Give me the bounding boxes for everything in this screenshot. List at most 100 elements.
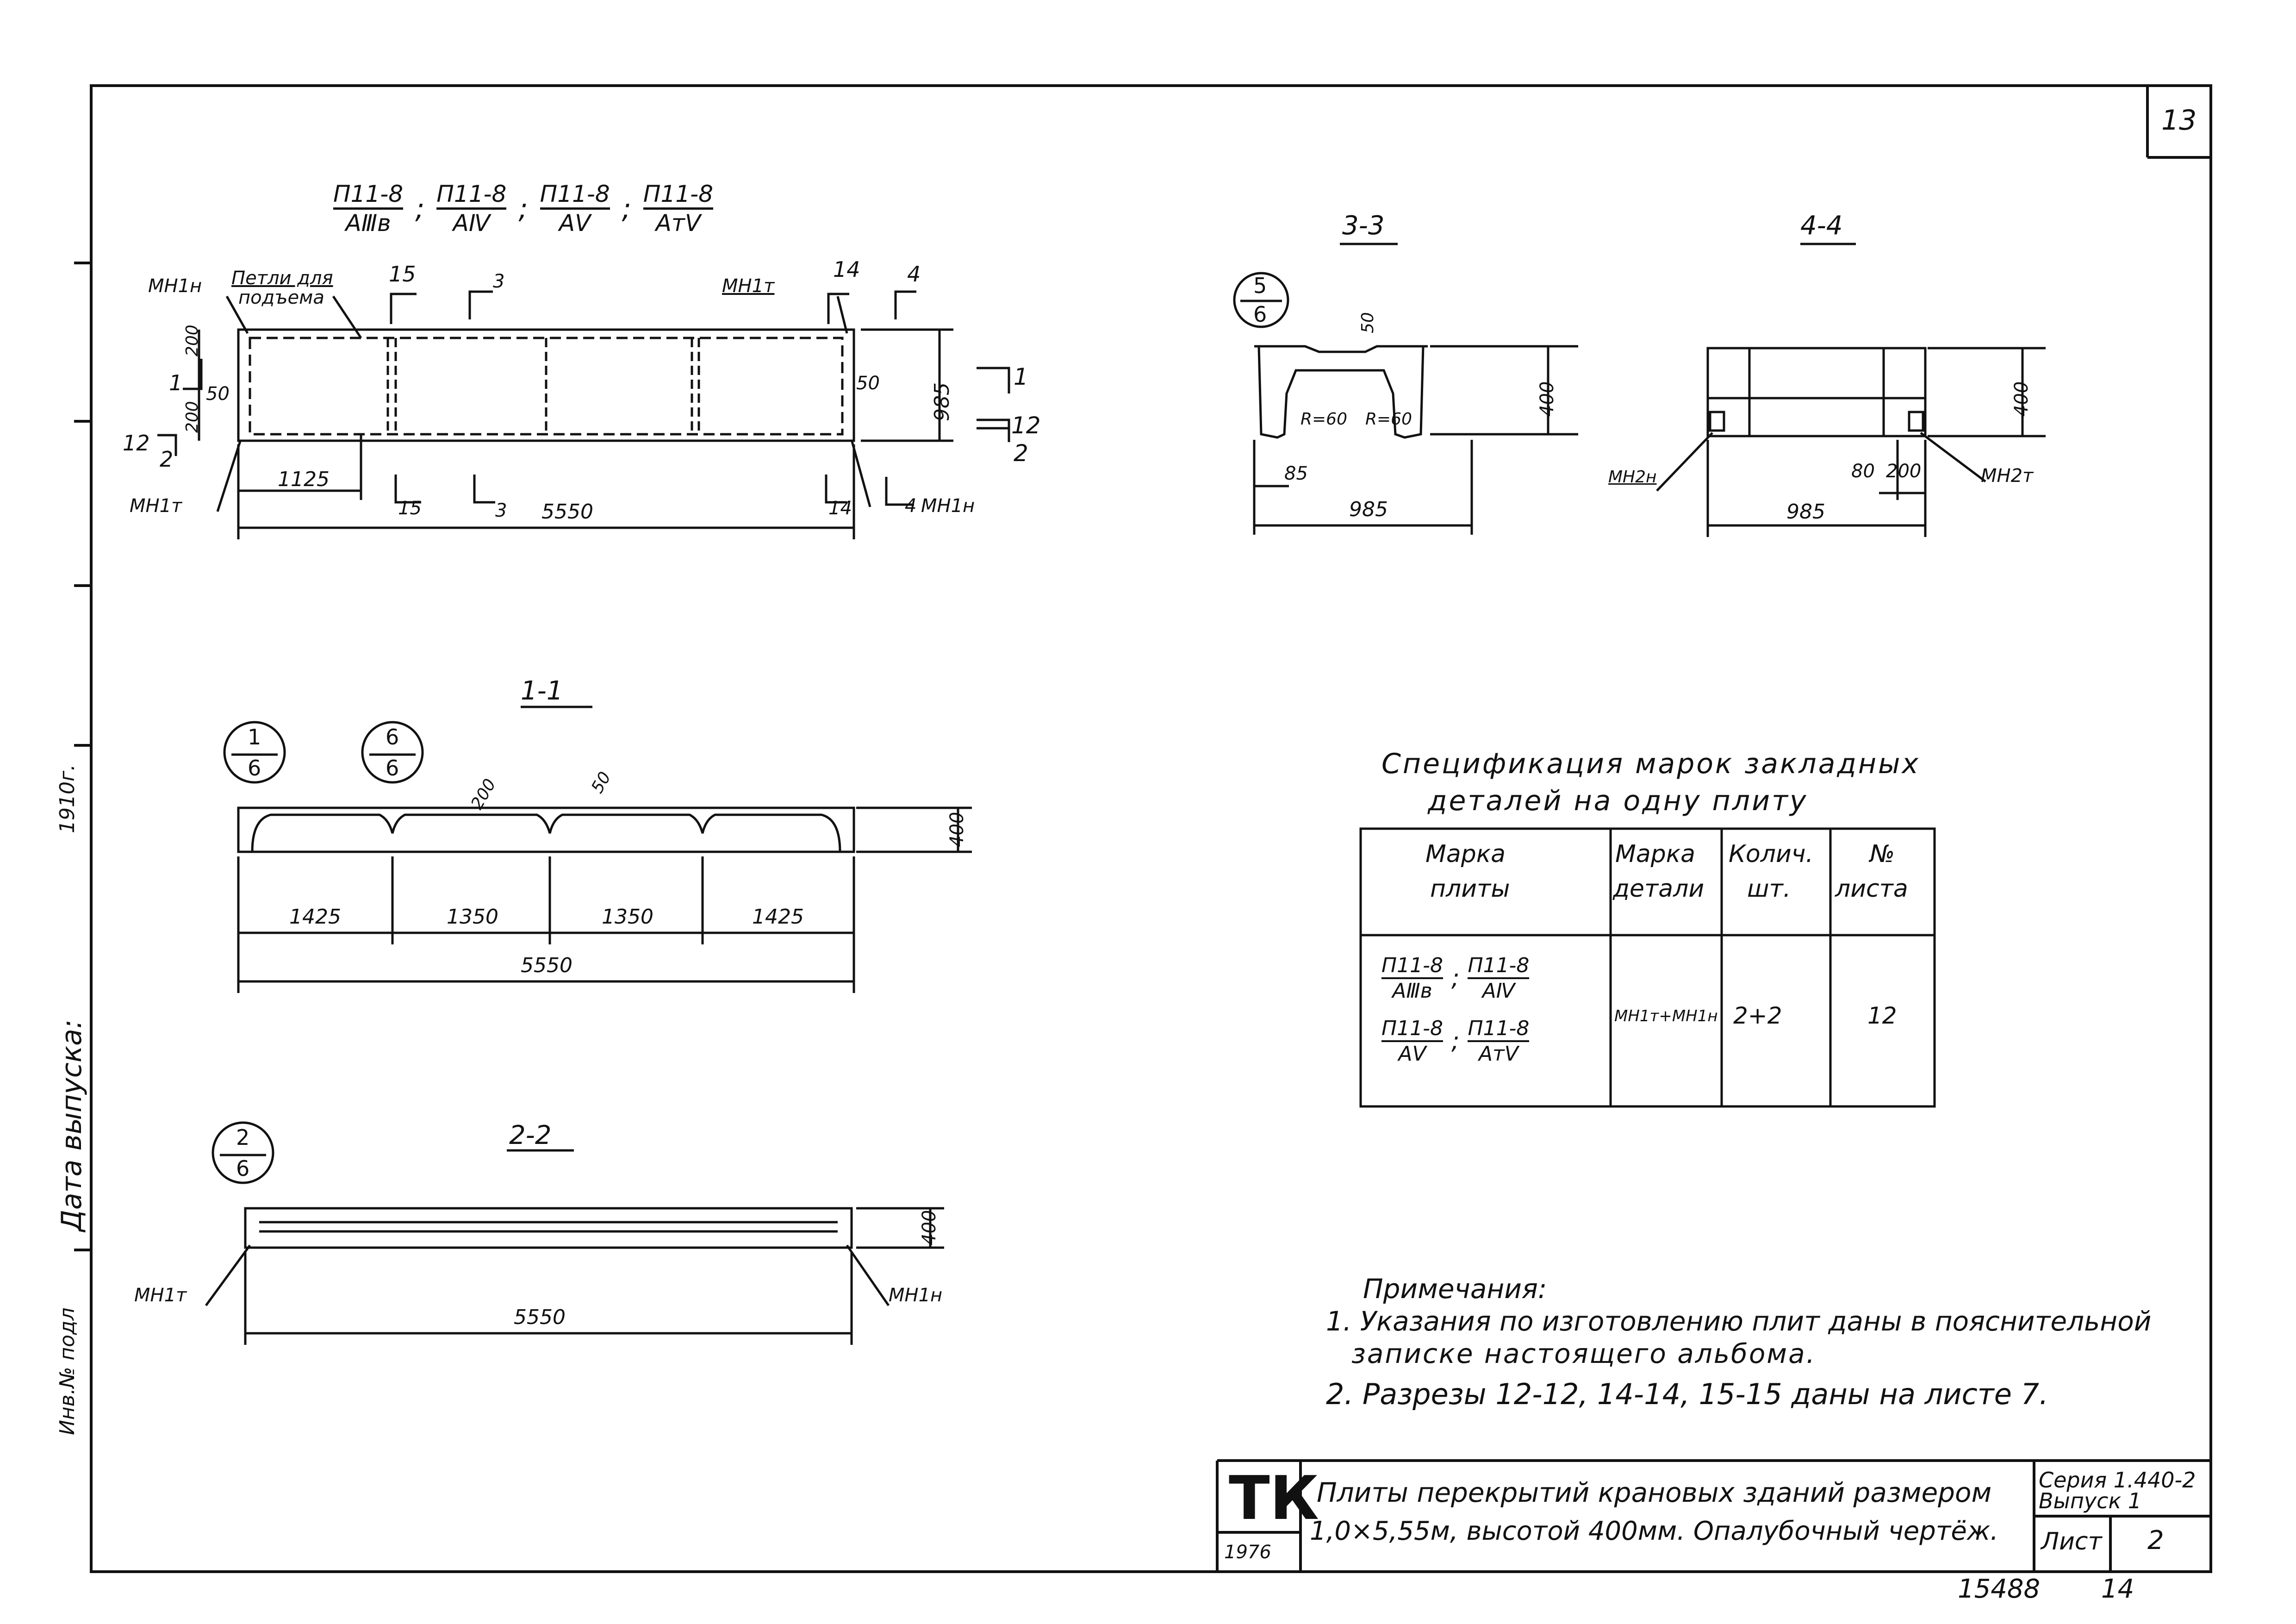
section-1-1-dim-4: 1425: [752, 905, 804, 929]
plan-label-mn1n-top: МН1н: [148, 275, 202, 297]
margin-label-bottom: Инв.№ подл: [56, 1307, 79, 1435]
spec-mark-1: П11-8 АⅢв: [1381, 954, 1443, 1003]
stamp-logo: ТК: [1229, 1463, 1319, 1533]
spec-mark-1-num: П11-8: [1381, 954, 1443, 977]
section-1-1-total: 5550: [521, 954, 572, 977]
spec-header-4-l2: листа: [1835, 875, 1908, 903]
section-4-4-dim-80: 80: [1851, 461, 1875, 482]
stamp-sheet-value: 2: [2147, 1525, 2164, 1555]
plan-mark-3-num: П11-8: [540, 181, 610, 207]
section-3-3-r1: R=60: [1300, 410, 1347, 429]
sheet-number: 13: [2161, 104, 2197, 137]
section-3-3-dim-400: 400: [1537, 381, 1558, 417]
callout-1-1a-num: 1: [248, 725, 261, 750]
section-2-2: [205, 1121, 944, 1345]
title-block: [1216, 1459, 2211, 1572]
plan-sec2-left: 2: [160, 447, 174, 472]
spec-mark-4: П11-8 АтⅤ: [1468, 1017, 1530, 1066]
plan-sep-1: ;: [415, 192, 425, 225]
plan-mark-4-num: П11-8: [643, 181, 713, 207]
spec-mark-2-num: П11-8: [1468, 954, 1530, 977]
section-2-2-label-right: МН1н: [889, 1285, 943, 1306]
spec-header-3-l1: Колич.: [1729, 840, 1814, 868]
plan-mark-4-den: АтⅤ: [655, 210, 701, 237]
spec-mark-3-num: П11-8: [1381, 1017, 1443, 1040]
section-4-4: [1656, 243, 2046, 537]
plan-sec2-right: 2: [1014, 440, 1028, 467]
plan-label-mn1t-top: МН1т: [722, 275, 775, 297]
spec-sheet: 12: [1867, 1002, 1897, 1029]
notes-title: Примечания:: [1363, 1273, 1547, 1305]
section-4-4-dim-985: 985: [1786, 500, 1825, 524]
plan-mark-3-den: АⅤ: [559, 210, 591, 237]
plan-sec4-top: 4: [907, 262, 921, 287]
section-2-2-dim-400: 400: [919, 1210, 940, 1245]
plan-mark-4: П11-8 АтⅤ: [643, 181, 713, 237]
bottom-sheet: 14: [2101, 1574, 2134, 1604]
spec-qty: 2+2: [1733, 1002, 1782, 1029]
plan-dim-200a: 200: [183, 325, 202, 356]
spec-sep-1: ;: [1451, 964, 1460, 992]
notes-line-1b: записке настоящего альбома.: [1351, 1338, 1817, 1369]
plan-sep-2: ;: [518, 192, 528, 225]
plan-sec3-top: 3: [493, 271, 505, 292]
plan-sec12-left: 12: [123, 431, 150, 456]
section-3-3-dim-50: 50: [1358, 312, 1377, 333]
spec-header-1-l1: Марка: [1425, 840, 1506, 868]
section-2-2-total: 5550: [514, 1305, 566, 1329]
spec-title-2: деталей на одну плиту: [1428, 785, 1808, 817]
plan-mark-2-num: П11-8: [436, 181, 507, 207]
plan-mark-1: П11-8 АⅢв: [333, 181, 404, 237]
spec-row-marks: П11-8 АⅢв ; П11-8 АⅣ П11-8 АⅤ ; П11-8 Ат…: [1381, 954, 1530, 1066]
section-3-3-title: 3-3: [1342, 211, 1385, 241]
plan-sec14-bottom: 14: [828, 498, 852, 519]
bottom-number: 15488: [1958, 1574, 2041, 1604]
plan-sec3-bottom: 3: [495, 500, 507, 521]
spec-mark-1-den: АⅢв: [1392, 979, 1432, 1003]
spec-header-2-l1: Марка: [1615, 840, 1696, 868]
stamp-title-2: 1,0×5,55м, высотой 400мм. Опалубочный че…: [1310, 1516, 1999, 1546]
callout-2-2-num: 2: [236, 1125, 250, 1150]
section-2-2-title: 2-2: [509, 1120, 552, 1150]
plan-sep-3: ;: [622, 192, 631, 225]
plan-label-mn1n-bottom: МН1н: [921, 495, 975, 517]
section-1-1-dim-2: 1350: [447, 905, 498, 929]
callout-1-1a-den: 6: [248, 756, 261, 781]
spec-mark-4-den: АтⅤ: [1479, 1042, 1518, 1066]
section-4-4-label-right: МН2т: [1981, 465, 2034, 487]
callout-1-1b-num: 6: [386, 725, 399, 750]
plan-label-mn1t-bottom: МН1т: [130, 495, 182, 517]
plan-label-loops2: подъема: [238, 287, 324, 308]
plan-mark-2: П11-8 АⅣ: [436, 181, 507, 237]
callout-3-3: [1233, 272, 1289, 328]
section-3-3: [1233, 243, 1578, 535]
spec-header-1-l2: плиты: [1430, 875, 1510, 903]
spec-header-2-l2: детали: [1613, 875, 1705, 903]
spec-mark-3-den: АⅤ: [1398, 1042, 1426, 1066]
plan-mark-1-num: П11-8: [333, 181, 404, 207]
spec-detail: МН1т+МН1н: [1614, 1007, 1718, 1025]
plan-label-loops: Петли для: [231, 268, 333, 289]
spec-mark-2-den: АⅣ: [1482, 979, 1515, 1003]
plan-dim-50a: 50: [206, 383, 230, 405]
section-1-1-title: 1-1: [521, 676, 563, 706]
stamp-year: 1976: [1224, 1542, 1271, 1563]
notes-line-2: 2. Разрезы 12-12, 14-14, 15-15 даны на л…: [1326, 1377, 2048, 1411]
section-4-4-label-left: МН2н: [1608, 468, 1657, 487]
stamp-title-1: Плиты перекрытий крановых зданий размеро…: [1317, 1477, 1992, 1508]
spec-mark-2: П11-8 АⅣ: [1468, 954, 1530, 1003]
section-4-4-dim-200: 200: [1886, 461, 1922, 482]
section-3-3-r2: R=60: [1365, 410, 1412, 429]
notes-line-1a: 1. Указания по изготовлению плит даны в …: [1326, 1305, 2152, 1337]
plan-sec15-bottom: 15: [398, 498, 422, 519]
plan-marks: П11-8 АⅢв ; П11-8 АⅣ ; П11-8 АⅤ ; П11-8 …: [333, 181, 713, 237]
spec-mark-4-num: П11-8: [1468, 1017, 1530, 1040]
stamp-sheet-label: Лист: [2041, 1528, 2102, 1555]
spec-table-grid: [1359, 827, 1936, 1108]
callout-3-3-den: 6: [1253, 302, 1267, 327]
plan-dim-985: 985: [930, 382, 954, 421]
margin-label-top: 1910г.: [56, 764, 79, 833]
plan-sec4-bottom: 4: [905, 495, 917, 517]
section-1-1-dim-1: 1425: [289, 905, 341, 929]
spec-sep-2: ;: [1451, 1027, 1460, 1055]
